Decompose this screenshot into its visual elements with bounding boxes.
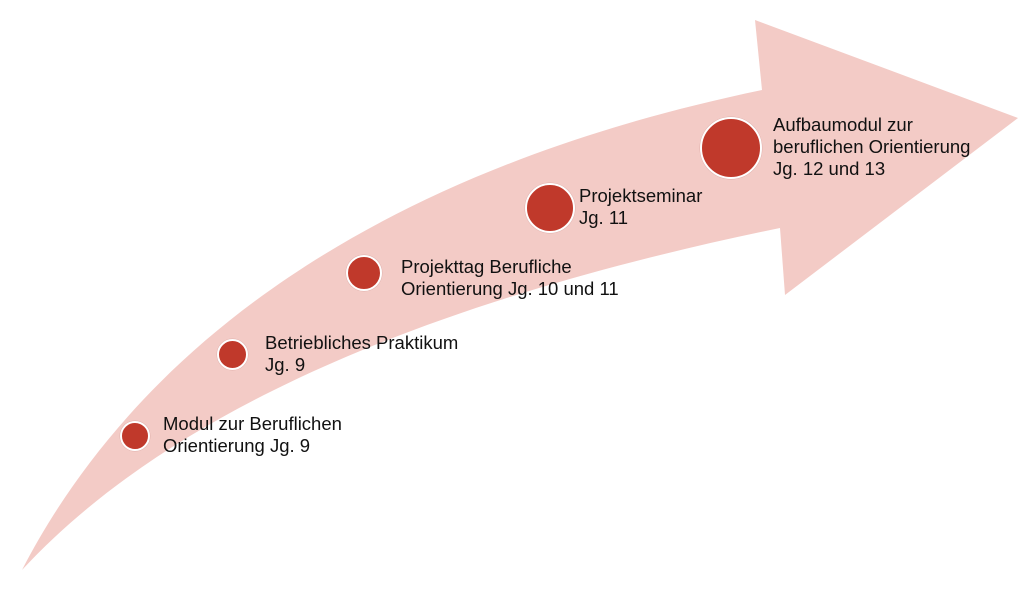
step-5-line-1: Aufbaumodul zur	[773, 114, 913, 135]
step-2-label: Betriebliches Praktikum Jg. 9	[265, 332, 458, 376]
step-3-line-1: Projekttag Berufliche	[401, 256, 572, 277]
step-1-line-1: Modul zur Beruflichen	[163, 413, 342, 434]
step-2-dot-icon	[217, 339, 248, 370]
step-5-line-2: beruflichen Orientierung	[773, 136, 971, 157]
step-4-label: Projektseminar Jg. 11	[579, 185, 702, 229]
step-3-dot-icon	[346, 255, 382, 291]
step-2-line-1: Betriebliches Praktikum	[265, 332, 459, 353]
step-3-label: Projekttag Berufliche Orientierung Jg. 1…	[401, 256, 619, 300]
step-5-line-3: Jg. 12 und 13	[773, 158, 886, 179]
step-5-dot-icon	[700, 117, 762, 179]
step-1-dot-icon	[120, 421, 150, 451]
step-2-line-2: Jg. 9	[265, 354, 306, 375]
step-1-label: Modul zur Beruflichen Orientierung Jg. 9	[163, 413, 342, 457]
step-5-label: Aufbaumodul zur beruflichen Orientierung…	[773, 114, 970, 180]
step-4-dot-icon	[525, 183, 575, 233]
step-4-line-1: Projektseminar	[579, 185, 703, 206]
step-4-line-2: Jg. 11	[579, 207, 629, 228]
curved-arrow-shape	[22, 20, 1018, 570]
step-3-line-2: Orientierung Jg. 10 und 11	[401, 278, 619, 299]
step-1-line-2: Orientierung Jg. 9	[163, 435, 311, 456]
